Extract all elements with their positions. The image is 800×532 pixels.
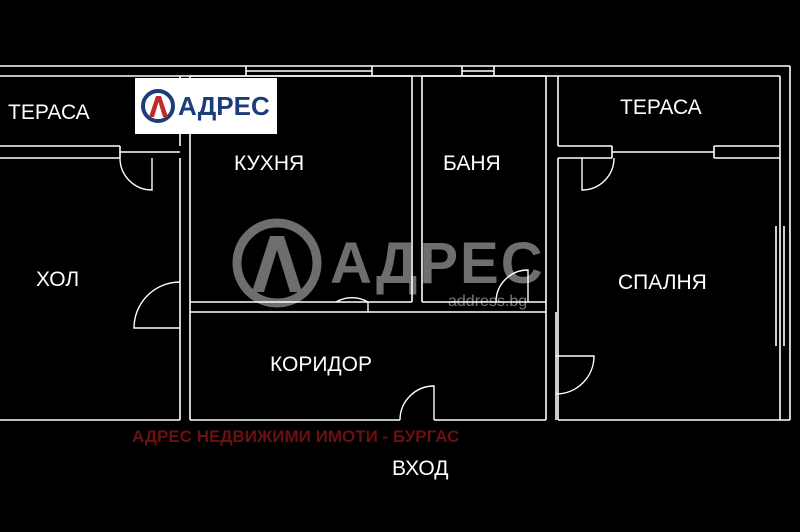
room-label-terrace-left: ТЕРАСА: [8, 101, 90, 124]
room-label-entrance: ВХОД: [392, 457, 449, 480]
logo-text: АДРЕС: [178, 91, 270, 121]
room-label-bathroom: БАНЯ: [443, 152, 501, 175]
room-label-bedroom: СПАЛНЯ: [618, 271, 707, 294]
logo: АДРЕС: [135, 78, 277, 134]
doors: [119, 157, 615, 421]
room-label-living-room: ХОЛ: [36, 268, 79, 291]
watermark-text: АДРЕС: [330, 231, 545, 296]
windows: [119, 66, 785, 346]
room-label-corridor: КОРИДОР: [270, 353, 372, 376]
watermark-footer: АДРЕС НЕДВИЖИМИ ИМОТИ - БУРГАС: [132, 427, 459, 446]
logo-icon: [141, 89, 175, 123]
watermark-logo-icon: [232, 218, 322, 308]
room-label-kitchen: КУХНЯ: [234, 152, 304, 175]
watermark: АДРЕС address.bg АДРЕС НЕДВИЖИМИ ИМОТИ -…: [132, 218, 545, 446]
room-label-terrace-right: ТЕРАСА: [620, 96, 702, 119]
